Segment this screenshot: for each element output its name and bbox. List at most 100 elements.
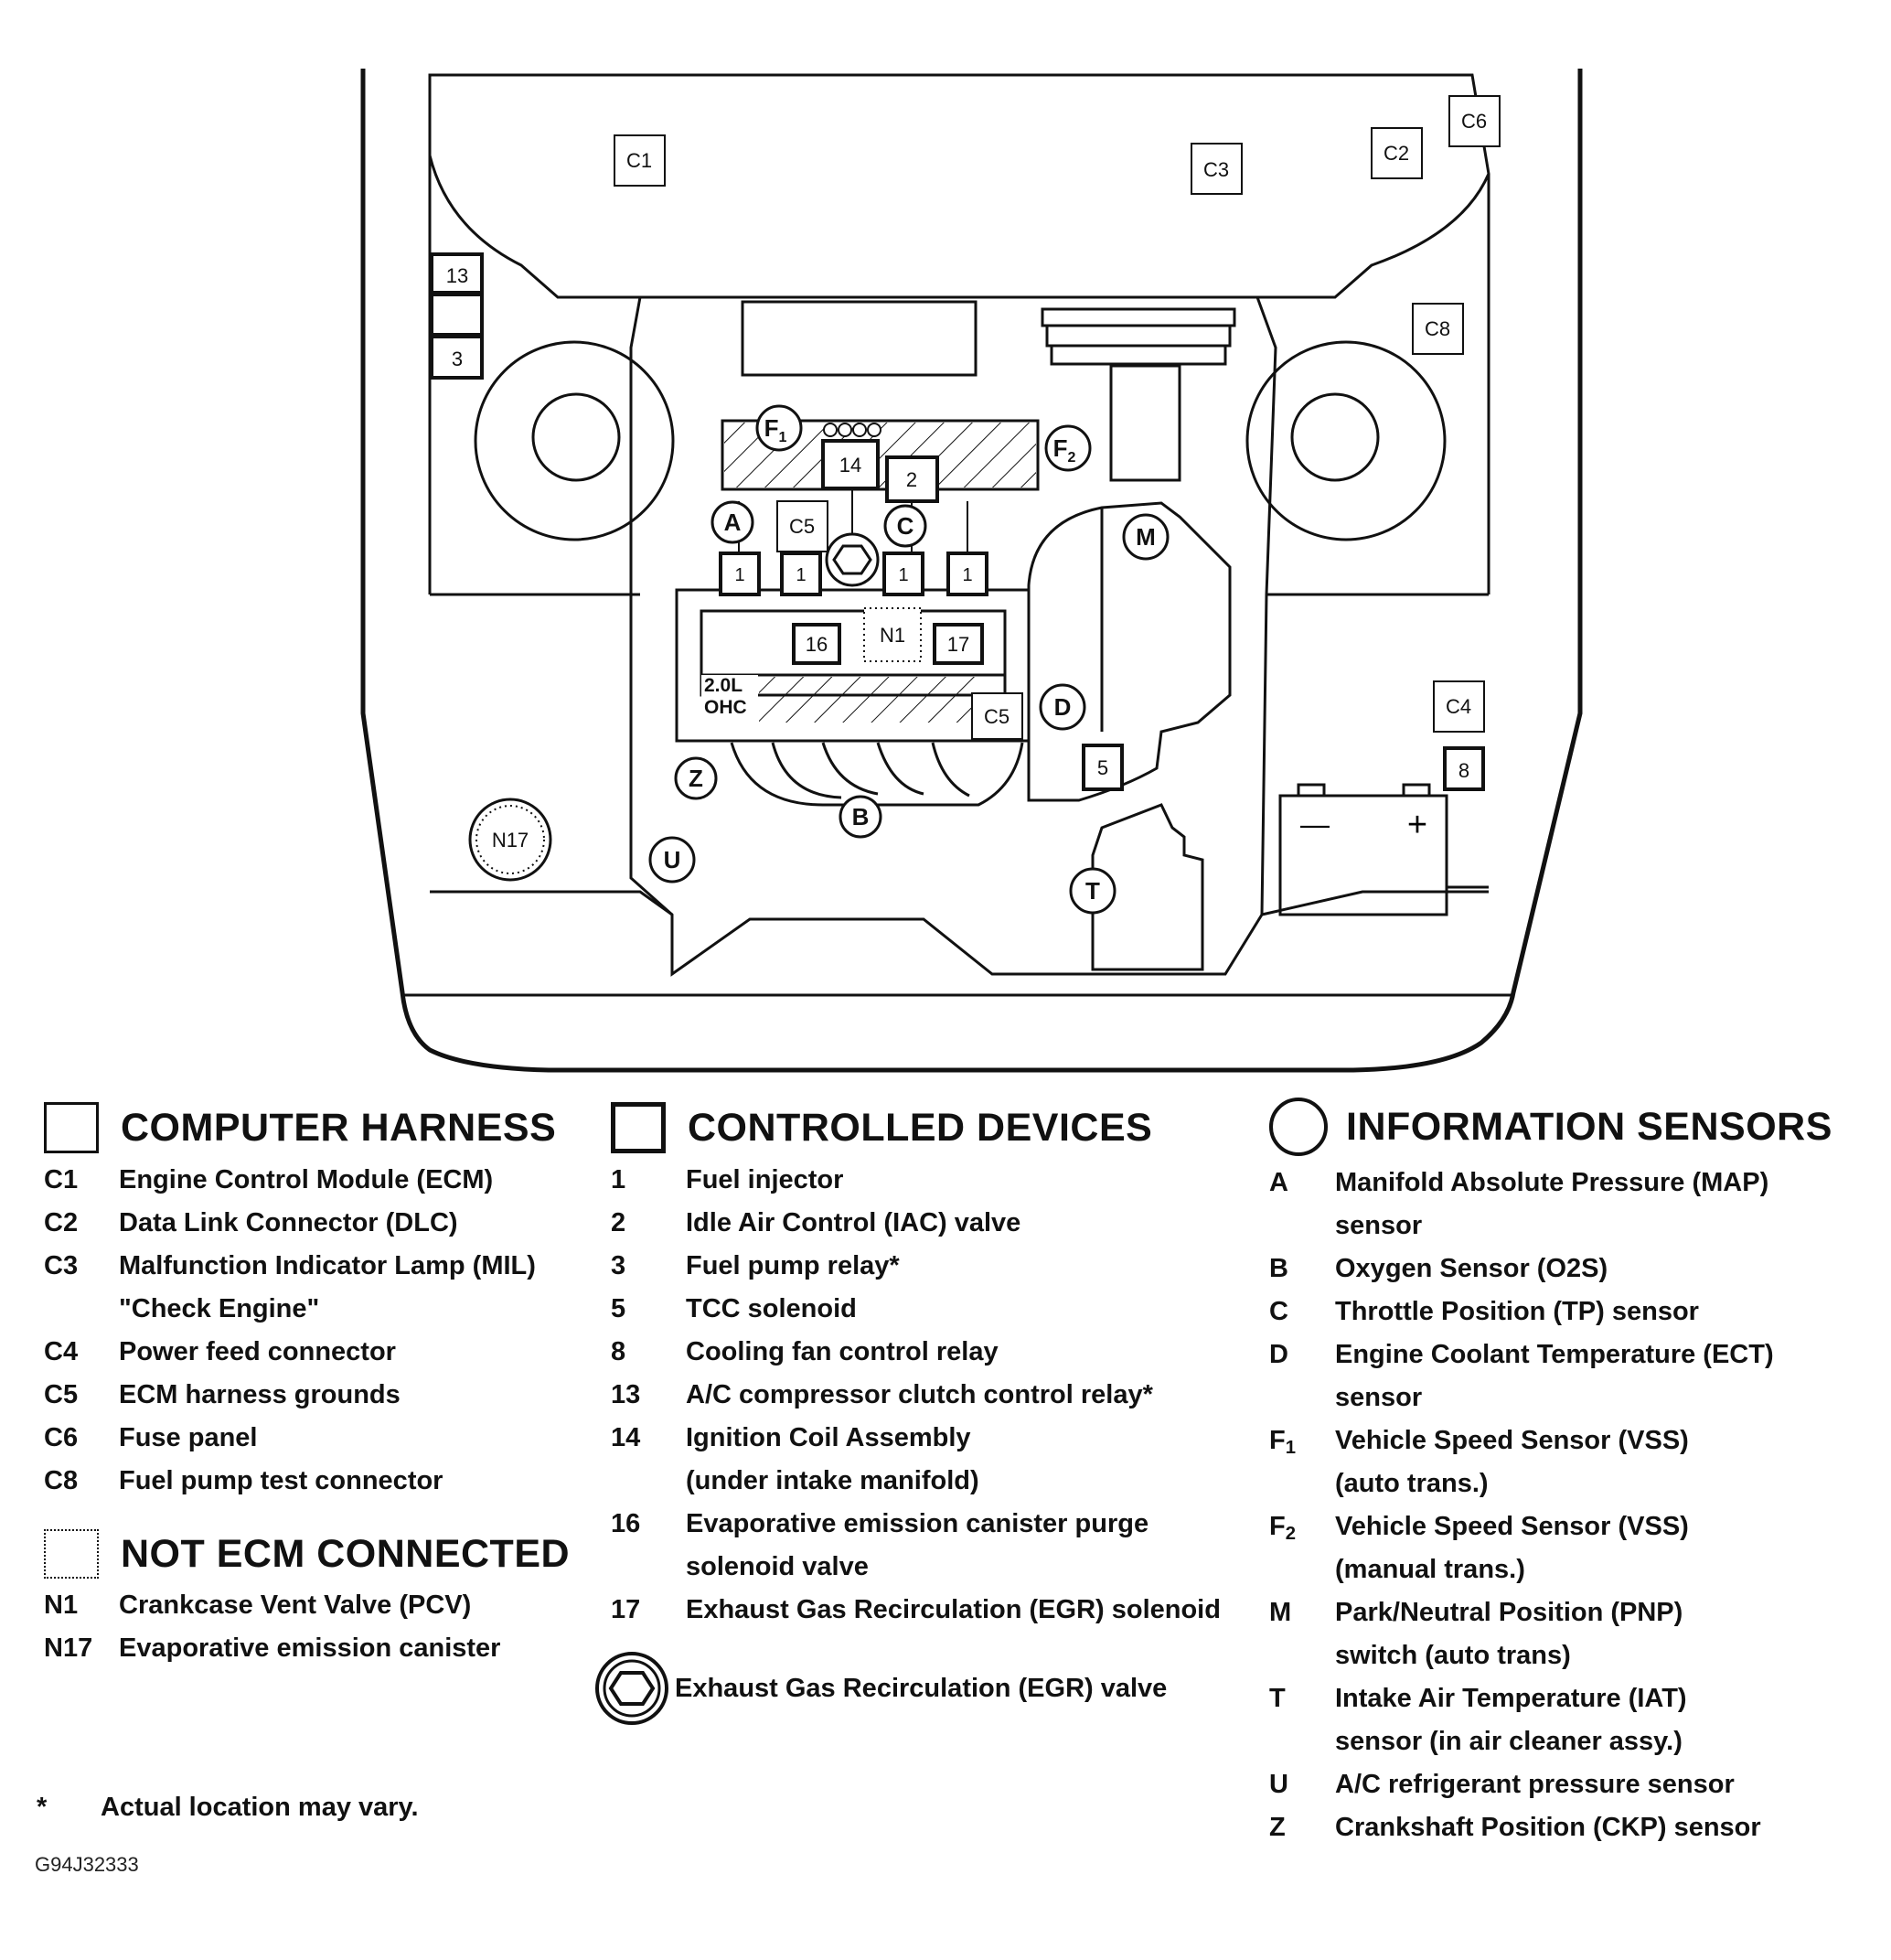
legend-item-description: Vehicle Speed Sensor (VSS) (manual trans…	[1335, 1512, 1689, 1584]
marker-c3-label: C3	[1203, 158, 1229, 181]
legend-item-code: C8	[44, 1460, 119, 1503]
legend-item: C5 ECM harness grounds	[44, 1374, 593, 1417]
figure-id: G94J32333	[35, 1853, 139, 1876]
legend-item-code: 3	[611, 1245, 686, 1288]
legend-item-description: ECM harness grounds	[119, 1380, 401, 1409]
legend-egr-valve: Exhaust Gas Recirculation (EGR) valve	[594, 1651, 1167, 1726]
transmission	[1027, 501, 1232, 802]
body-outline	[360, 69, 1583, 1073]
legend-item-code-text: D	[1269, 1340, 1288, 1369]
legend-item-code: C3	[44, 1245, 119, 1331]
right-strut-tower	[1245, 340, 1447, 541]
marker-c1	[614, 134, 666, 187]
information-sensor-symbol-icon	[1269, 1098, 1328, 1156]
legend-item-code: C5	[44, 1374, 119, 1417]
legend-item-code: M	[1269, 1591, 1335, 1677]
sensor-u	[648, 836, 696, 884]
footnote-text: Actual location may vary.	[101, 1793, 419, 1822]
sensor-m-label: M	[1136, 523, 1156, 551]
marker-c8-label: C8	[1425, 317, 1450, 340]
marker-1b	[780, 552, 822, 596]
sensor-d-label: D	[1054, 693, 1072, 721]
marker-c5-lower	[971, 692, 1023, 740]
legend-item-code: 14	[611, 1417, 686, 1503]
sensor-a-label: A	[724, 509, 742, 536]
marker-n17	[468, 798, 552, 882]
controlled-device-symbol-icon	[611, 1102, 666, 1153]
legend-item-code: C1	[44, 1159, 119, 1202]
marker-c2-label: C2	[1384, 142, 1409, 165]
legend-item-code-text: C5	[44, 1380, 79, 1409]
legend-item-code-text: C4	[44, 1337, 79, 1366]
legend-item-code: F1	[1269, 1419, 1335, 1505]
marker-n17-label: N17	[492, 829, 529, 851]
marker-c8	[1412, 303, 1464, 355]
marker-c5-lower-label: C5	[984, 705, 1010, 728]
legend-item-code-text: C2	[44, 1208, 79, 1237]
egr-valve-marker	[825, 532, 880, 587]
cowl-panel	[428, 73, 1490, 299]
legend-item-code: F2	[1269, 1505, 1335, 1591]
legend-item-code-text: Z	[1269, 1813, 1286, 1842]
legend-item-code: Z	[1269, 1806, 1335, 1849]
marker-1a-label: 1	[734, 565, 744, 585]
legend-item-code-text: B	[1269, 1254, 1288, 1283]
marker-3	[430, 335, 484, 380]
legend-controlled-devices-title: CONTROLLED DEVICES	[688, 1105, 1153, 1150]
legend-item-code: 16	[611, 1503, 686, 1589]
legend-item-description: Crankshaft Position (CKP) sensor	[1335, 1813, 1761, 1842]
legend-item-description: Malfunction Indicator Lamp (MIL) "Check …	[119, 1251, 536, 1323]
legend-item-code-text: T	[1269, 1684, 1286, 1713]
marker-c4-label: C4	[1446, 695, 1471, 718]
legend-item-code: 2	[611, 1202, 686, 1245]
marker-c6-label: C6	[1461, 110, 1487, 133]
legend-egr-valve-label: Exhaust Gas Recirculation (EGR) valve	[675, 1673, 1168, 1703]
legend-item-code-subscript: 2	[1285, 1524, 1296, 1545]
marker-5	[1082, 744, 1124, 791]
legend-item-description: Fuel pump relay*	[686, 1251, 900, 1280]
legend-item-description: Vehicle Speed Sensor (VSS) (auto trans.)	[1335, 1426, 1689, 1498]
engine-bay-outline	[629, 295, 1277, 977]
sensor-f2-label: F2	[1053, 434, 1076, 466]
legend-item-code-text: N1	[44, 1590, 79, 1620]
legend-item-code: C6	[44, 1417, 119, 1460]
marker-14-label: 14	[839, 454, 861, 477]
battery-negative-label: —	[1300, 808, 1330, 841]
legend-item-code-text: C1	[44, 1165, 79, 1194]
sensor-u-label: U	[664, 846, 681, 873]
legend-item-description: Engine Coolant Temperature (ECT) sensor	[1335, 1340, 1774, 1412]
legend-item-code-text: 5	[611, 1294, 626, 1323]
legend-item-description: Idle Air Control (IAC) valve	[686, 1208, 1021, 1237]
legend-item-code-text: 17	[611, 1595, 641, 1624]
marker-c1-label: C1	[626, 149, 652, 172]
legend-item-description: Power feed connector	[119, 1337, 396, 1366]
legend-item-code: D	[1269, 1333, 1335, 1419]
legend-item-description: Fuse panel	[119, 1423, 258, 1452]
legend-item-code: 8	[611, 1331, 686, 1374]
marker-17-label: 17	[947, 633, 969, 656]
sensor-b	[839, 795, 882, 839]
legend-item-code: N17	[44, 1627, 119, 1670]
egr-valve-symbol-icon	[595, 1652, 668, 1725]
legend-item: 5 TCC solenoid	[611, 1288, 1251, 1331]
legend-item-code: C	[1269, 1291, 1335, 1333]
legend-item-description: TCC solenoid	[686, 1294, 857, 1323]
marker-n1	[863, 607, 922, 662]
legend-item: C4 Power feed connector	[44, 1331, 593, 1374]
sensor-c-label: C	[897, 512, 914, 540]
